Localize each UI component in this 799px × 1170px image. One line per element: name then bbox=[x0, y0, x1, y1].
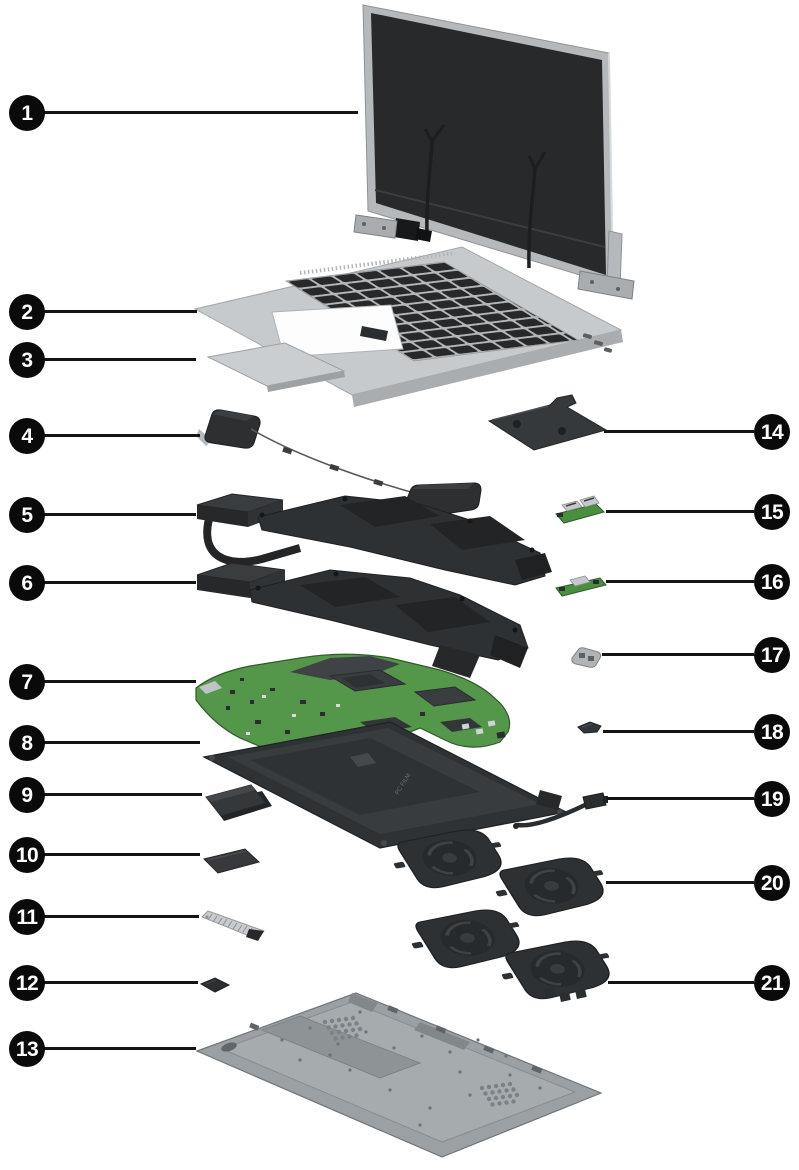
callout-20: 20 bbox=[754, 865, 790, 901]
vent-honeycomb-left bbox=[322, 1015, 363, 1041]
callout-line-20 bbox=[606, 881, 754, 884]
callout-line-11 bbox=[44, 915, 199, 918]
display-assembly-illustration bbox=[353, 4, 635, 300]
keyboard-top-cover-illustration bbox=[193, 246, 623, 407]
callout-line-7 bbox=[44, 680, 196, 683]
callout-line-14 bbox=[604, 430, 754, 433]
callout-5: 5 bbox=[9, 497, 45, 533]
callout-line-17 bbox=[602, 653, 754, 656]
fan-pair-rear-illustration bbox=[399, 903, 626, 1006]
vent-honeycomb-right bbox=[479, 1081, 520, 1107]
callout-10: 10 bbox=[9, 837, 45, 873]
callout-line-6 bbox=[44, 581, 196, 584]
callout-15: 15 bbox=[754, 494, 790, 530]
power-connector-cable-illustration bbox=[513, 792, 608, 829]
touchpad-illustration bbox=[206, 342, 346, 392]
callout-line-1 bbox=[44, 111, 358, 114]
callout-7: 7 bbox=[9, 664, 45, 700]
heat-sink-lower-illustration bbox=[196, 562, 529, 678]
callout-line-10 bbox=[44, 853, 200, 856]
callout-line-21 bbox=[608, 981, 754, 984]
ssd-illustration bbox=[203, 848, 261, 874]
callout-1: 1 bbox=[9, 95, 45, 131]
callout-18: 18 bbox=[754, 714, 790, 750]
usb-board-illustration bbox=[555, 495, 605, 524]
callout-line-3 bbox=[44, 358, 196, 361]
callout-line-19 bbox=[607, 797, 754, 800]
connector-bracket-illustration bbox=[571, 647, 602, 668]
callout-line-12 bbox=[44, 981, 198, 984]
battery-illustration: PC FILM bbox=[202, 721, 568, 849]
callout-11: 11 bbox=[9, 899, 45, 935]
callout-13: 13 bbox=[9, 1031, 45, 1067]
callout-line-8 bbox=[44, 741, 200, 744]
connector-cover-plate-illustration bbox=[487, 394, 608, 451]
callout-line-18 bbox=[603, 730, 754, 733]
callout-4: 4 bbox=[9, 418, 45, 454]
callout-8: 8 bbox=[9, 725, 45, 761]
ssd-module-illustration bbox=[205, 784, 272, 821]
callout-line-4 bbox=[44, 434, 200, 437]
callout-3: 3 bbox=[9, 342, 45, 378]
callout-6: 6 bbox=[9, 565, 45, 601]
callout-21: 21 bbox=[754, 965, 790, 1001]
callout-line-15 bbox=[606, 510, 754, 513]
heat-sink-upper-illustration bbox=[196, 493, 552, 586]
fan-pair-front-illustration bbox=[381, 823, 620, 923]
callout-2: 2 bbox=[9, 294, 45, 330]
callout-9: 9 bbox=[9, 777, 45, 813]
sensor-board-illustration bbox=[577, 721, 602, 734]
callout-line-5 bbox=[44, 513, 196, 516]
callout-19: 19 bbox=[754, 781, 790, 817]
wlan-module-illustration bbox=[199, 977, 231, 993]
bottom-cover-illustration bbox=[195, 992, 603, 1158]
callout-line-2 bbox=[44, 310, 197, 313]
callout-line-13 bbox=[44, 1047, 196, 1050]
callout-12: 12 bbox=[9, 965, 45, 1001]
callout-17: 17 bbox=[754, 637, 790, 673]
callout-16: 16 bbox=[754, 564, 790, 600]
callout-14: 14 bbox=[754, 414, 790, 450]
drive-shield-illustration bbox=[201, 910, 265, 941]
callout-line-16 bbox=[606, 580, 754, 583]
io-board-illustration bbox=[555, 575, 607, 597]
callout-line-9 bbox=[44, 793, 202, 796]
